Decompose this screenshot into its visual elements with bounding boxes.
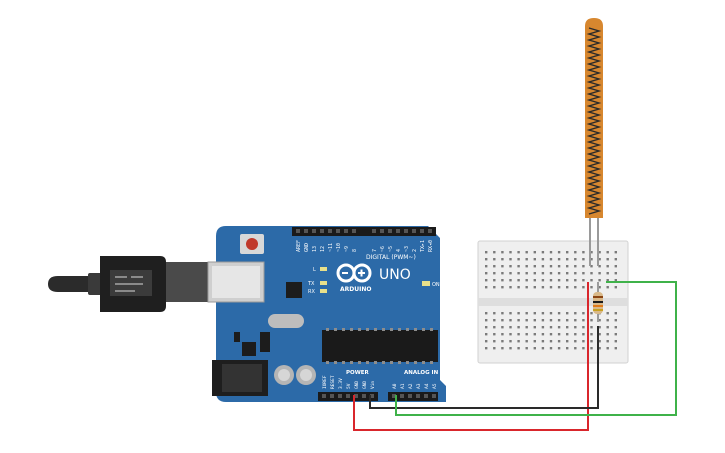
flex-lead-left xyxy=(589,218,591,266)
wire-green-a0[interactable] xyxy=(395,281,677,416)
pin-label: ~11 xyxy=(328,243,334,252)
breadboard-center-gap xyxy=(478,298,628,306)
pin-label: 8 xyxy=(352,249,358,252)
led-l-label: L xyxy=(313,267,316,273)
pin-label: AREF xyxy=(296,240,302,252)
analog-header xyxy=(388,392,438,401)
arduino-board[interactable]: AREF GND 13 12 ~11 ~10 ~9 8 7 ~6 ~5 4 ~3… xyxy=(207,226,446,402)
pin-label: IOREF xyxy=(322,375,328,389)
led-on-label: ON xyxy=(432,282,440,288)
pin-label: GND xyxy=(304,243,310,252)
pin-label: Vin xyxy=(370,381,376,389)
pin-label: 2 xyxy=(412,249,418,252)
led-tx-label: TX xyxy=(307,281,315,287)
pin-label: A5 xyxy=(432,383,438,389)
pin-label: ~6 xyxy=(380,246,386,252)
led-l xyxy=(320,267,327,271)
pin-label: 13 xyxy=(312,246,318,252)
flex-sensor[interactable] xyxy=(585,18,603,266)
pin-label: ~5 xyxy=(388,246,394,252)
resistor[interactable] xyxy=(593,282,603,322)
breadboard-holes xyxy=(485,251,617,350)
pin-label: 3.3V xyxy=(338,378,344,389)
led-tx xyxy=(320,281,327,285)
flex-lead-right xyxy=(597,218,599,266)
breadboard[interactable] xyxy=(477,240,629,364)
pin-label: A1 xyxy=(400,383,406,389)
power-label: POWER xyxy=(346,370,370,376)
pin-label: 7 xyxy=(372,249,378,252)
wire-black-gnd[interactable] xyxy=(369,326,599,409)
pin-label: RESET xyxy=(330,375,336,389)
pin-label: A2 xyxy=(408,383,414,389)
pin-label: ~9 xyxy=(344,246,350,252)
board-name: UNO xyxy=(379,267,411,283)
wire-red-5v[interactable] xyxy=(353,282,589,431)
arduino-infinity-logo-icon xyxy=(336,263,372,283)
pin-label: RX◂0 xyxy=(428,240,434,252)
brand-label: ARDUINO xyxy=(340,286,371,293)
led-rx-label: RX xyxy=(308,289,315,295)
digital-label: DIGITAL (PWM~) xyxy=(366,254,416,261)
pin-label: GND xyxy=(362,381,368,389)
digital-header xyxy=(292,227,436,236)
led-on xyxy=(422,281,430,286)
pin-label: ~3 xyxy=(404,246,410,252)
pin-label: A3 xyxy=(416,383,422,389)
pin-label: 12 xyxy=(320,246,326,252)
pin-label: 4 xyxy=(396,249,402,252)
pin-label: ~10 xyxy=(336,243,342,252)
pin-label: TX▸1 xyxy=(420,240,426,252)
flex-sensor-pattern xyxy=(586,27,602,215)
pin-label: A0 xyxy=(392,383,398,389)
analog-label: ANALOG IN xyxy=(404,370,439,376)
pin-label: A4 xyxy=(424,383,430,389)
pin-label: GND xyxy=(354,381,360,389)
pin-label: 5V xyxy=(346,383,352,389)
led-rx xyxy=(320,289,327,293)
